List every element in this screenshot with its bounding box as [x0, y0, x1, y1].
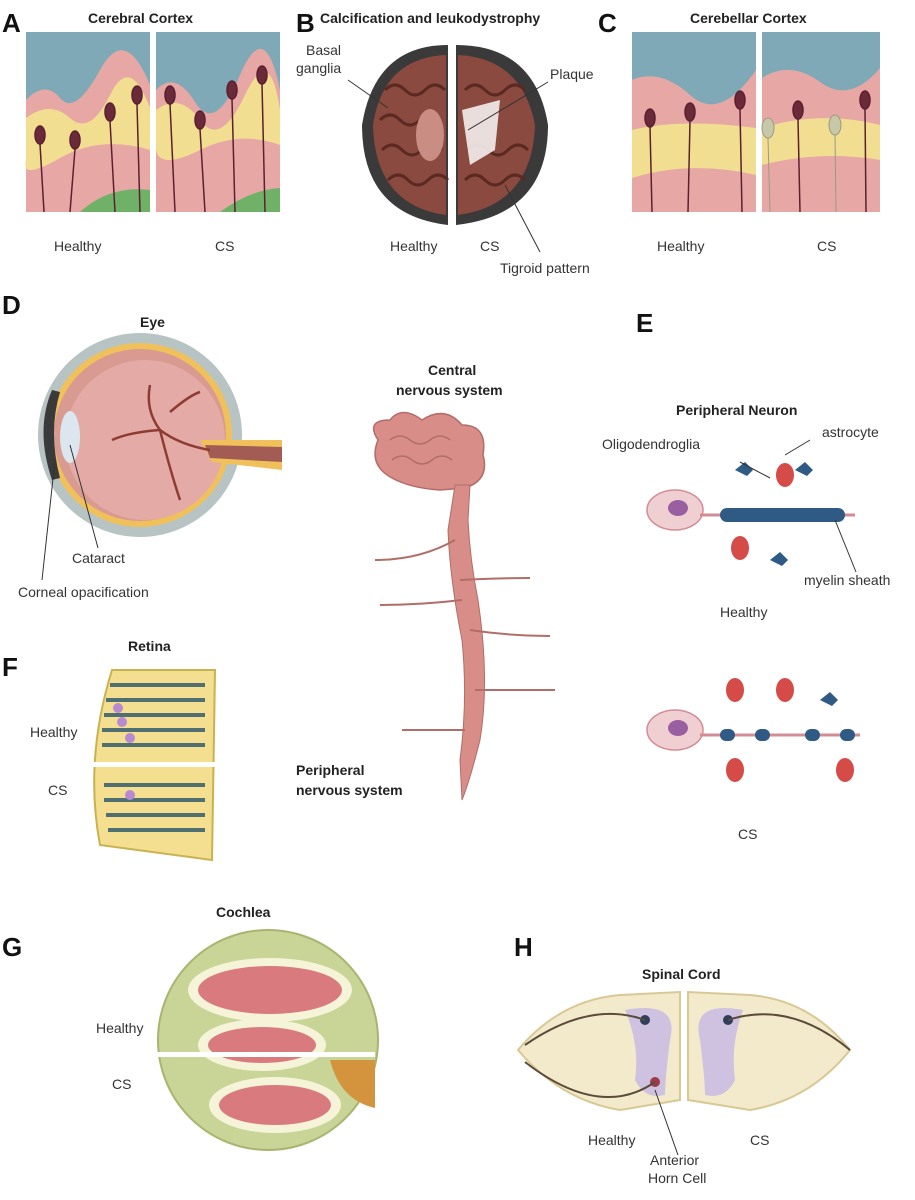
- pns-label-line1: Peripheral: [296, 762, 365, 778]
- peripheral-neuron-title: Peripheral Neuron: [676, 402, 798, 418]
- panel-letter-e: E: [636, 308, 654, 338]
- basal-label-line1: Basal: [306, 42, 342, 58]
- brain-cs-label: CS: [480, 238, 500, 254]
- cerebellar-cortex-title: Cerebellar Cortex: [690, 10, 807, 26]
- spinal-cord-title: Spinal Cord: [642, 966, 721, 982]
- cns-label-line1: Central: [428, 362, 477, 378]
- panel-letter-d: D: [2, 290, 21, 320]
- cerebral-cortex-cs-label: CS: [215, 238, 235, 254]
- cns-label-line2: nervous system: [396, 382, 503, 398]
- brain-healthy-label: Healthy: [390, 238, 438, 254]
- neuron-cs-label: CS: [738, 826, 758, 842]
- panel-letter-h: H: [514, 932, 533, 962]
- peripheral-neuron-illustration: [646, 439, 860, 782]
- cerebellar-cortex-illustration: [632, 32, 880, 213]
- cochlea-illustration: [155, 929, 379, 1151]
- cerebellar-cs-label: CS: [817, 238, 837, 254]
- myelin-sheath-label: myelin sheath: [804, 572, 891, 588]
- spinal-cs-label: CS: [750, 1132, 770, 1148]
- retina-healthy-label: Healthy: [30, 724, 78, 740]
- nervous-system-illustration: [372, 411, 555, 801]
- astrocyte-label: astrocyte: [822, 424, 879, 440]
- cerebral-cortex-title: Cerebral Cortex: [88, 10, 194, 26]
- neuron-healthy-label: Healthy: [720, 604, 768, 620]
- cerebellar-healthy-label: Healthy: [657, 238, 705, 254]
- basal-label-line2: ganglia: [296, 60, 342, 76]
- panel-letter-c: C: [598, 8, 617, 38]
- cataract-label: Cataract: [72, 550, 125, 566]
- eye-illustration: [38, 333, 282, 581]
- cochlea-title: Cochlea: [216, 904, 271, 920]
- oligodendroglia-label: Oligodendroglia: [602, 436, 701, 452]
- spinal-cord-illustration: [516, 990, 852, 1156]
- panel-letter-f: F: [2, 652, 18, 682]
- cerebral-cortex-healthy-label: Healthy: [54, 238, 102, 254]
- plaque-label: Plaque: [550, 66, 594, 82]
- spinal-healthy-label: Healthy: [588, 1132, 636, 1148]
- cochlea-cs-label: CS: [112, 1076, 132, 1092]
- cochlea-healthy-label: Healthy: [96, 1020, 144, 1036]
- anterior-horn-cell-label-line1: Anterior: [650, 1152, 700, 1168]
- corneal-opacification-label: Corneal opacification: [18, 584, 149, 600]
- retina-title: Retina: [128, 638, 171, 654]
- panel-letter-g: G: [2, 932, 23, 962]
- panel-letter-b: B: [296, 8, 315, 38]
- retina-illustration: [85, 669, 220, 862]
- panel-letter-a: A: [2, 8, 21, 38]
- pns-label-line2: nervous system: [296, 782, 403, 798]
- calcification-title: Calcification and leukodystrophy: [320, 10, 541, 26]
- tigroid-pattern-label: Tigroid pattern: [500, 260, 590, 276]
- retina-cs-label: CS: [48, 782, 68, 798]
- eye-title: Eye: [140, 314, 165, 330]
- anterior-horn-cell-label-line2: Horn Cell: [648, 1170, 707, 1186]
- cerebral-cortex-illustration: [25, 32, 280, 213]
- brain-section-illustration: [347, 45, 549, 253]
